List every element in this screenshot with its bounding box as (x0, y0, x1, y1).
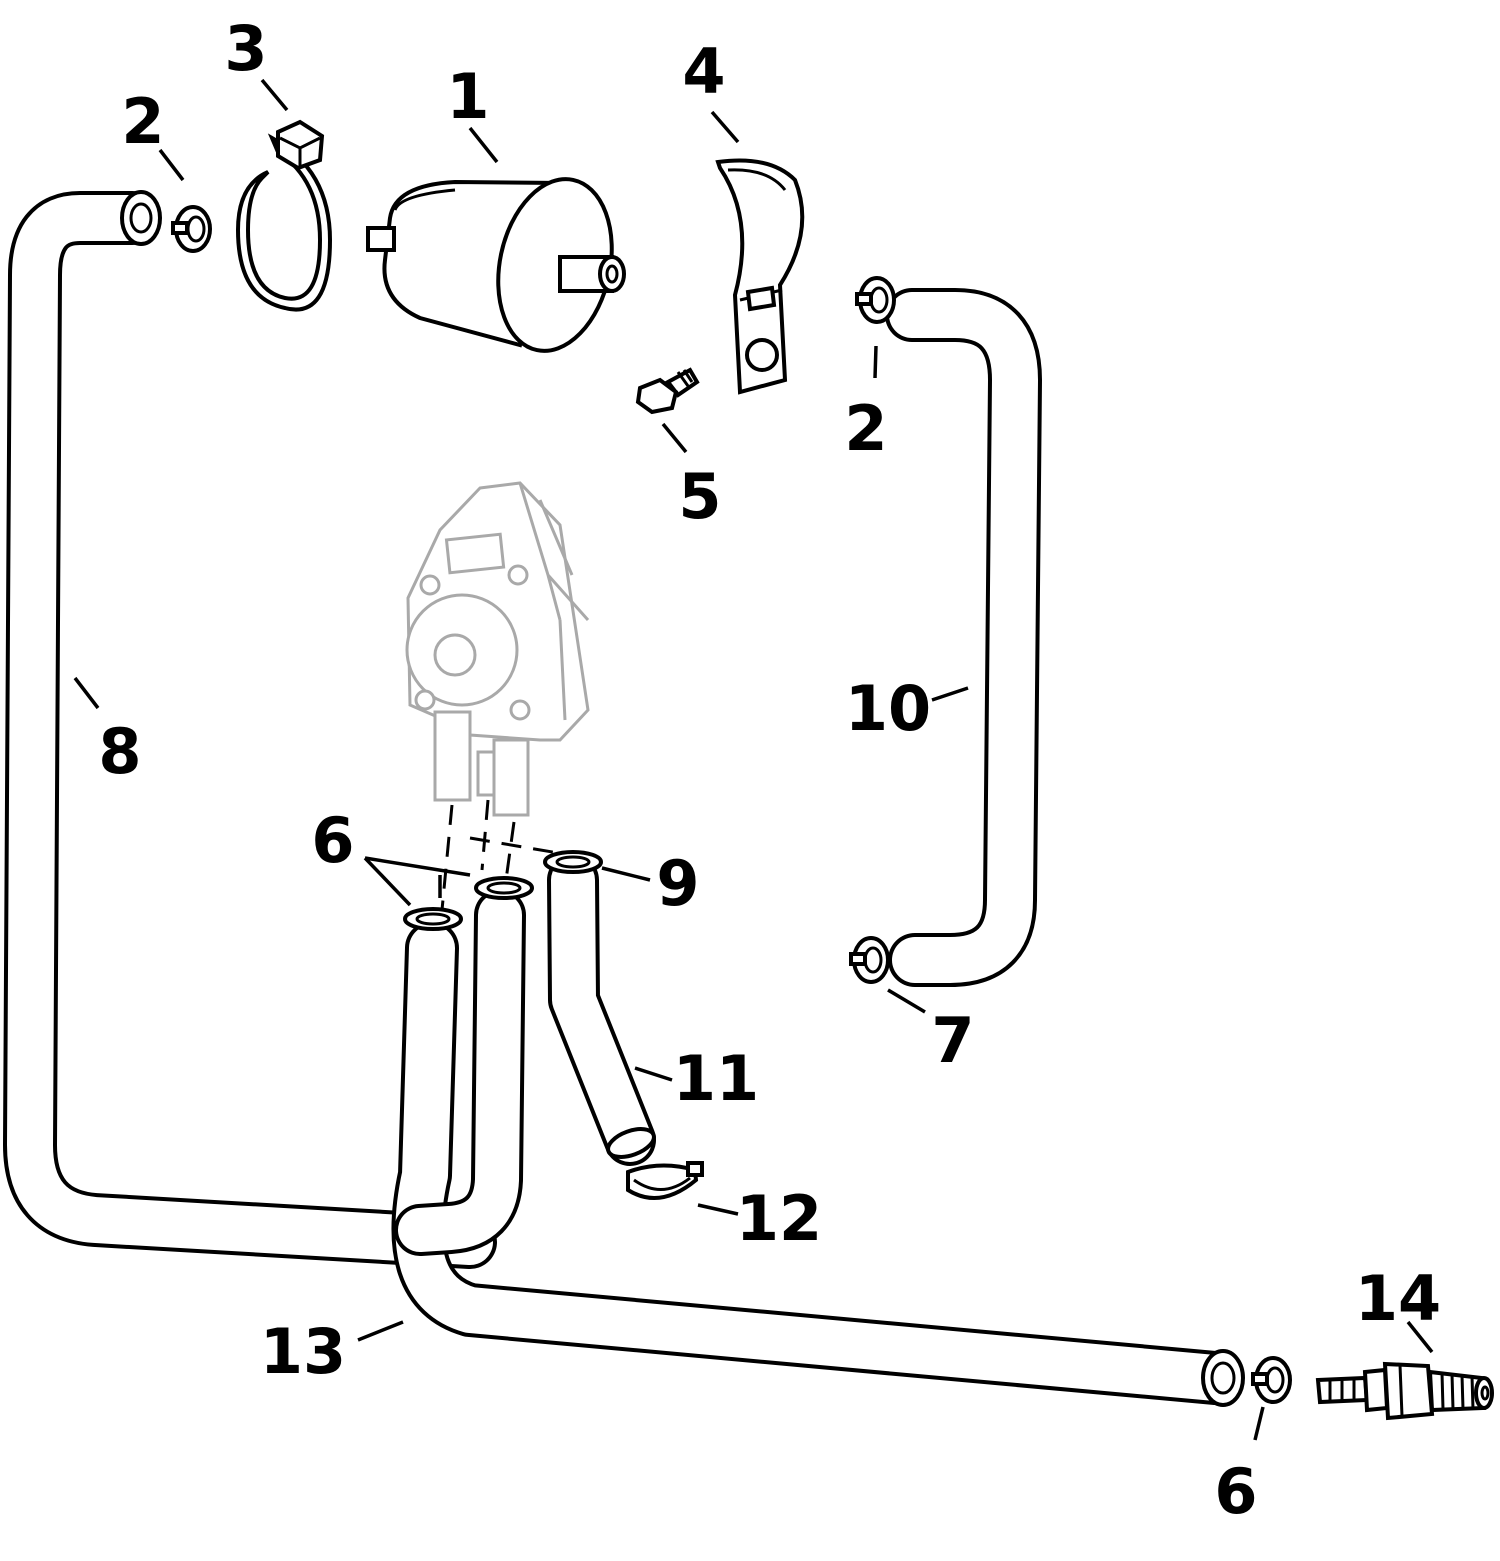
callout-12: 12 (736, 1182, 822, 1255)
pump-outlet-hose (394, 889, 526, 1256)
alignment-lines (440, 799, 571, 911)
hose-13 (391, 921, 1245, 1407)
clamp-6-pump-a (403, 907, 463, 931)
callout-3: 3 (224, 12, 267, 85)
callout-7: 7 (931, 1004, 974, 1077)
bracket (715, 158, 805, 395)
callout-8: 8 (98, 715, 141, 788)
clamp-2-right (855, 276, 896, 324)
callout-14: 14 (1355, 1262, 1441, 1335)
callout-10: 10 (845, 672, 931, 745)
fuel-pump (405, 481, 590, 817)
callout-2-left: 2 (121, 85, 164, 158)
callout-labels: 1 2 2 3 4 5 6 6 7 8 9 10 11 12 13 14 (98, 12, 1441, 1528)
clamp-12 (626, 1161, 704, 1200)
connector-14 (1315, 1361, 1494, 1421)
callout-2-right: 2 (844, 392, 887, 465)
callout-6-connector: 6 (1214, 1455, 1257, 1528)
callout-11: 11 (673, 1042, 759, 1115)
callout-4: 4 (682, 35, 725, 108)
callout-13: 13 (260, 1315, 346, 1388)
hose-10 (885, 288, 1042, 987)
hose-8 (3, 190, 497, 1269)
tie-strap (235, 119, 333, 312)
leader-lines (73, 78, 1434, 1441)
fuel-filter (366, 177, 626, 353)
callout-5: 5 (678, 460, 721, 533)
clamp-7 (849, 936, 890, 984)
clamp-9 (543, 850, 603, 874)
hose-11 (547, 854, 656, 1166)
callout-6-pump: 6 (311, 804, 354, 877)
clamp-2-left (171, 205, 212, 253)
callout-1: 1 (446, 60, 489, 133)
callout-9: 9 (656, 847, 699, 920)
clamp-6-connector (1251, 1356, 1292, 1404)
clamp-6-pump-b (474, 876, 534, 900)
screw (635, 367, 700, 415)
